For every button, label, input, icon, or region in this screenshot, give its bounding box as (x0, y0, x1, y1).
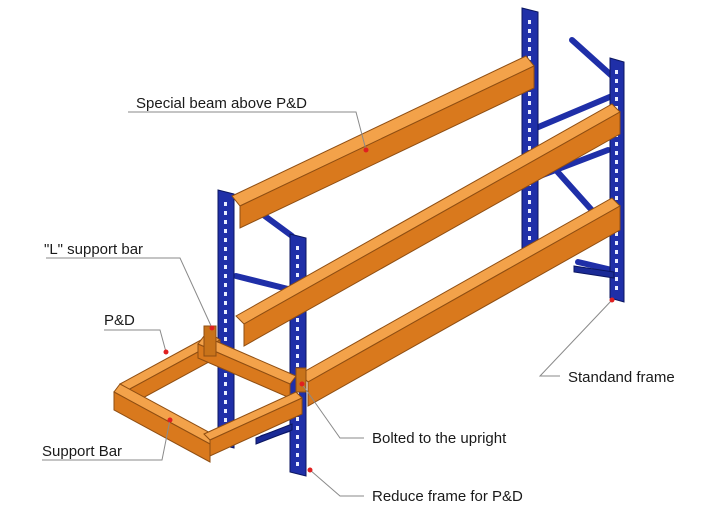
upright-hole (615, 97, 618, 101)
upright-hole (615, 259, 618, 263)
label-support-bar: Support Bar (42, 443, 122, 460)
upright-hole (528, 218, 531, 222)
upright-hole (224, 319, 227, 323)
upright-hole (296, 264, 299, 268)
label-reduce-frame: Reduce frame for P&D (372, 488, 523, 505)
upright-hole (296, 345, 299, 349)
upright-hole (224, 202, 227, 206)
upright-hole (528, 236, 531, 240)
upright-hole (224, 418, 227, 422)
upright-hole (615, 187, 618, 191)
upright-hole (296, 255, 299, 259)
upright-hole (296, 426, 299, 430)
upright-hole (296, 453, 299, 457)
upright-hole (528, 101, 531, 105)
upright-hole (224, 247, 227, 251)
upright-hole (528, 92, 531, 96)
pd-platform (113, 325, 307, 463)
leader-lines (42, 111, 613, 497)
upright-hole (224, 328, 227, 332)
upright-hole (224, 337, 227, 341)
middle-beam (235, 103, 621, 347)
upright-hole (528, 20, 531, 24)
upright-hole (528, 137, 531, 141)
upright-hole (296, 444, 299, 448)
upright-hole (615, 241, 618, 245)
upright-hole (224, 382, 227, 386)
upright-hole (528, 56, 531, 60)
label-special-beam: Special beam above P&D (136, 95, 307, 112)
upright-hole (615, 79, 618, 83)
upright-hole (224, 238, 227, 242)
upright-hole (528, 227, 531, 231)
lower-beam (299, 197, 621, 407)
upright-hole (296, 462, 299, 466)
upright-hole (296, 273, 299, 277)
upright-hole (224, 310, 227, 314)
upright-hole (615, 142, 618, 146)
upright-hole (296, 318, 299, 322)
upright-hole (615, 250, 618, 254)
upright-hole (296, 435, 299, 439)
upright-hole (615, 169, 618, 173)
upright-hole (615, 70, 618, 74)
upright-hole (528, 38, 531, 42)
upright-hole (224, 220, 227, 224)
label-l-support-bar: "L" support bar (44, 241, 143, 258)
upright-hole (528, 209, 531, 213)
upright-hole (296, 354, 299, 358)
label-standand-frame: Standand frame (568, 369, 675, 386)
upright-hole (224, 301, 227, 305)
upright-hole (224, 211, 227, 215)
upright-hole (615, 196, 618, 200)
upright-hole (224, 229, 227, 233)
upright-hole (296, 246, 299, 250)
upright-hole (615, 178, 618, 182)
upright-hole (528, 146, 531, 150)
upright-hole (615, 160, 618, 164)
upright-hole (615, 268, 618, 272)
upright-hole (615, 232, 618, 236)
upright-hole (296, 417, 299, 421)
upright-hole (224, 256, 227, 260)
upright-hole (528, 128, 531, 132)
upright-hole (224, 409, 227, 413)
upright-hole (615, 88, 618, 92)
upright-hole (224, 283, 227, 287)
upright-hole (224, 292, 227, 296)
upright-hole (296, 336, 299, 340)
footplates (255, 265, 615, 445)
label-pd: P&D (104, 312, 135, 329)
upright-hole (296, 327, 299, 331)
upright-hole (224, 265, 227, 269)
label-bolted: Bolted to the upright (372, 430, 507, 447)
markers (163, 147, 615, 473)
upright-hole (528, 29, 531, 33)
upright-hole (615, 277, 618, 281)
upright-hole (528, 110, 531, 114)
upright-hole (224, 400, 227, 404)
upright-hole (224, 391, 227, 395)
upright-hole (528, 200, 531, 204)
special-beam (231, 55, 535, 229)
upright-hole (224, 274, 227, 278)
upright-hole (528, 119, 531, 123)
upright-hole (528, 47, 531, 51)
upright-hole (615, 286, 618, 290)
upright-hole (615, 151, 618, 155)
upright-hole (224, 373, 227, 377)
upright-hole (528, 191, 531, 195)
upright-hole (296, 363, 299, 367)
